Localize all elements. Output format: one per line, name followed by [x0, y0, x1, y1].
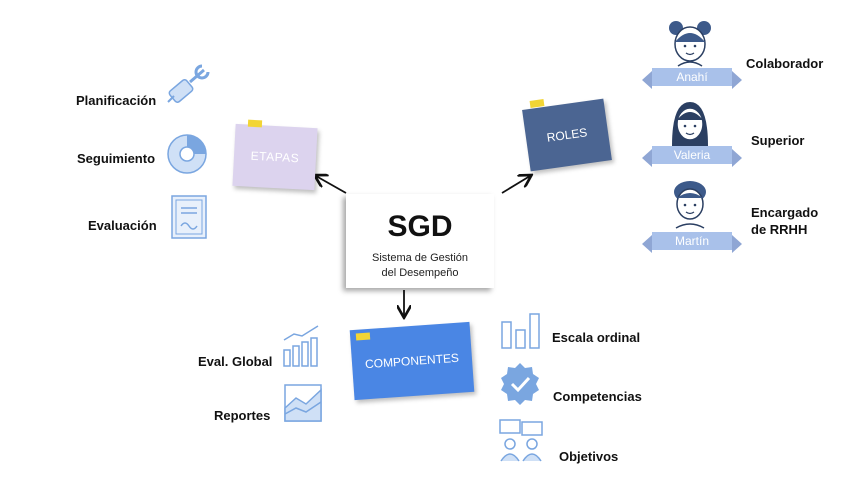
etapa-planificacion-label: Planificación — [76, 93, 157, 108]
componentes-note-label: COMPONENTES — [364, 350, 460, 372]
bar-chart-icon — [501, 313, 540, 349]
role-encargado-line2: de RRHH — [751, 222, 808, 237]
avatar-anahi — [669, 21, 711, 67]
etapa-seguimiento-label: Seguimiento — [77, 151, 156, 166]
competencias-label: Competencias — [553, 389, 642, 404]
reportes-label: Reportes — [214, 408, 271, 423]
avatar-martin — [674, 181, 706, 229]
eval-global-label: Eval. Global — [198, 354, 273, 369]
sgd-center-box: SGD Sistema de Gestión del Desempeño — [346, 194, 494, 288]
role-superior-label: Superior — [751, 133, 805, 148]
area-chart-icon — [284, 384, 322, 422]
avatar-valeria — [672, 102, 708, 146]
discussion-icon — [499, 419, 543, 462]
etapas-note: ETAPAS — [232, 123, 318, 191]
role-encargado-line1: Encargado — [751, 205, 819, 220]
etapas-note-label: ETAPAS — [250, 148, 300, 166]
etapas-tape — [247, 119, 263, 128]
arrow-to-etapas — [316, 176, 347, 194]
role-colaborador-label: Colaborador — [746, 56, 824, 71]
ribbon-valeria: Valeria — [642, 146, 742, 167]
objetivos-label: Objetivos — [559, 449, 619, 464]
sgd-subtitle-line1: Sistema de Gestión — [372, 252, 468, 264]
ribbon-anahi: Anahí — [642, 68, 742, 89]
componentes-tape — [355, 332, 371, 341]
etapa-evaluacion-label: Evaluación — [88, 218, 157, 233]
sgd-subtitle-line2: del Desempeño — [381, 267, 459, 279]
pie-chart-icon — [167, 134, 207, 174]
wrench-plug-icon — [167, 64, 210, 103]
roles-note: ROLES — [522, 98, 612, 172]
escala-ordinal-label: Escala ordinal — [552, 330, 641, 345]
bar-growth-icon — [283, 325, 319, 367]
roles-note-label: ROLES — [545, 125, 589, 145]
ribbon-martin: Martín — [642, 232, 742, 253]
certificate-icon — [171, 195, 207, 239]
arrow-to-roles — [501, 176, 530, 194]
check-badge-icon — [501, 363, 539, 405]
sgd-title: SGD — [387, 210, 453, 243]
